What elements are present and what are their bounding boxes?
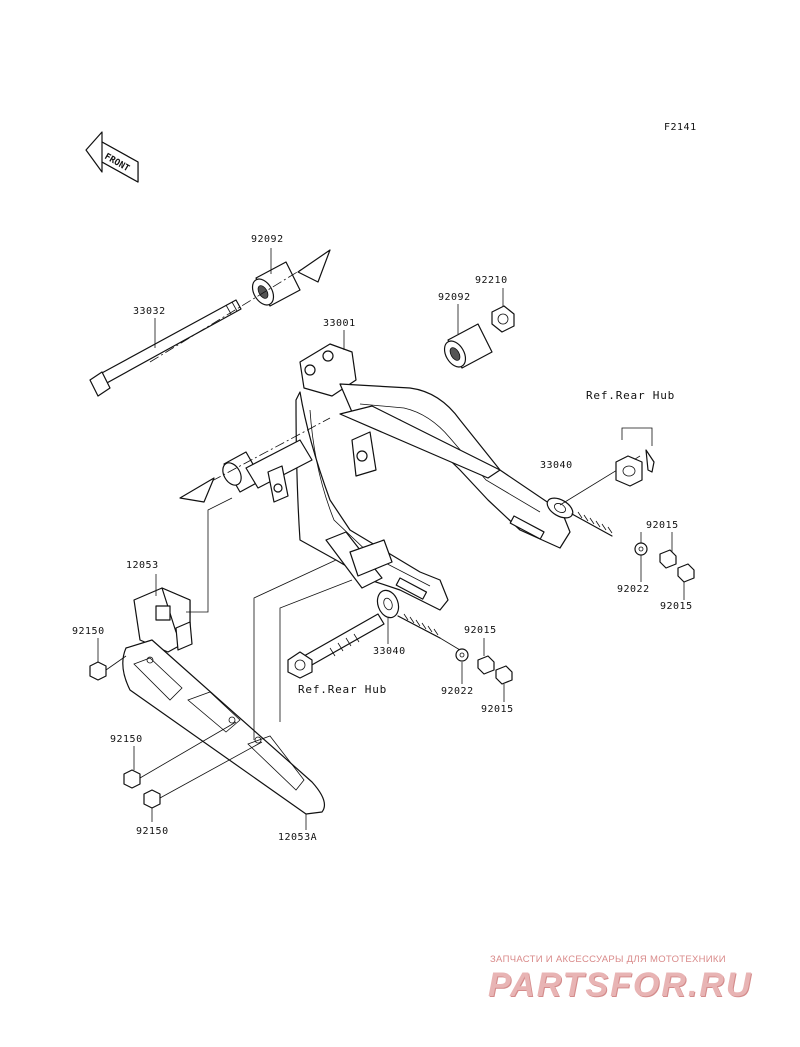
- part-label-92022-right: 92022: [617, 584, 650, 595]
- part-label-33001: 33001: [323, 318, 356, 329]
- bolt-92150-bottom: [143, 741, 263, 809]
- chain-adjuster-right: [546, 455, 641, 537]
- locknut-left-a: [477, 655, 495, 675]
- part-label-12053A: 12053A: [278, 832, 318, 843]
- pivot-nut: [491, 305, 515, 333]
- front-arrow-icon: FRONT: [85, 131, 139, 183]
- part-label-92015-right-a: 92015: [646, 520, 679, 531]
- leader-lines: [97, 248, 685, 830]
- part-label-92015-right-b: 92015: [660, 601, 693, 612]
- part-label-92150-top: 92150: [72, 626, 105, 637]
- axle-nut-right: [615, 427, 655, 487]
- ref-rear-hub-top: Ref.Rear Hub: [586, 389, 676, 402]
- watermark-tagline: ЗАПЧАСТИ И АКСЕССУАРЫ ДЛЯ МОТОТЕХНИКИ: [490, 954, 726, 965]
- part-label-92015-left-a: 92015: [464, 625, 497, 636]
- part-label-92092-left: 92092: [251, 234, 284, 245]
- chain-adjuster-left: [376, 589, 461, 651]
- locknut-left-b: [495, 665, 513, 685]
- watermark-logo: PARTSFOR.RU: [488, 966, 753, 1004]
- part-label-92150-bottom: 92150: [136, 826, 169, 837]
- part-label-92210: 92210: [475, 275, 508, 286]
- part-label-33032: 33032: [133, 306, 166, 317]
- part-label-92092-right: 92092: [438, 292, 471, 303]
- pivot-shaft: [89, 299, 242, 397]
- part-label-92150-mid: 92150: [110, 734, 143, 745]
- part-label-92022-left: 92022: [441, 686, 474, 697]
- chain-guide-block: [133, 587, 193, 653]
- bushing-left: [251, 261, 301, 307]
- chain-guard: [122, 639, 325, 815]
- ref-rear-hub-bottom: Ref.Rear Hub: [298, 683, 388, 696]
- washer-left: [455, 648, 469, 662]
- part-label-92015-left-b: 92015: [481, 704, 514, 715]
- figure-code: F2141: [664, 122, 697, 133]
- bolt-92150-top: [89, 655, 127, 681]
- part-label-33040-left: 33040: [373, 646, 406, 657]
- part-label-12053: 12053: [126, 560, 159, 571]
- locknut-right-a: [659, 549, 677, 569]
- bushing-right: [443, 323, 493, 369]
- bolt-92150-mid: [123, 721, 237, 789]
- rear-axle: [287, 613, 385, 679]
- swingarm: [222, 343, 571, 611]
- washer-right: [634, 542, 648, 556]
- part-label-33040-right: 33040: [540, 460, 573, 471]
- locknut-right-b: [677, 563, 695, 583]
